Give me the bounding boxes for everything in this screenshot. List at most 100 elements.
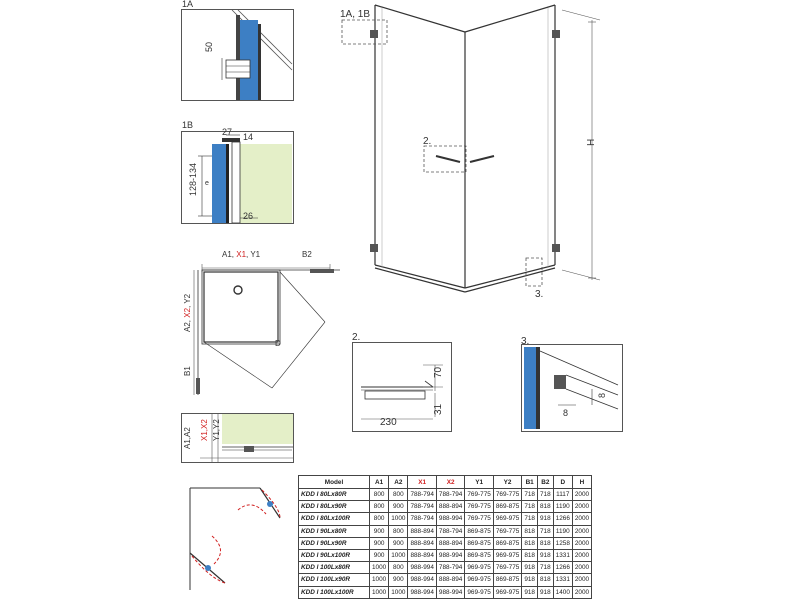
table-cell: 869-875 (492, 536, 523, 550)
table-cell: 800 (368, 512, 390, 526)
table-cell: 718 (536, 561, 554, 575)
table-cell: 788-794 (435, 524, 466, 538)
table-cell: 1400 (552, 585, 573, 599)
table-cell-model: KDD I 100Lx90R (298, 573, 370, 587)
side-detail-panel (181, 413, 294, 463)
plan-top-a1: A1, (222, 250, 237, 259)
table-cell-model: KDD I 90Lx80R (298, 524, 370, 538)
header-b1: B1 (521, 475, 538, 489)
detail-2-panel (352, 342, 452, 432)
table-cell: 888-894 (435, 536, 466, 550)
plan-top-dims: A1, X1, Y1 (222, 251, 260, 259)
table-cell: 918 (521, 573, 538, 587)
table-cell: 800 (388, 524, 409, 538)
table-cell: 1000 (388, 512, 409, 526)
table-cell: 988-994 (435, 512, 466, 526)
detail-1a-drawing (221, 9, 293, 100)
table-cell: 900 (368, 536, 390, 550)
table-cell: 1331 (552, 573, 573, 587)
table-cell: 969-975 (464, 573, 494, 587)
table-cell: 769-775 (492, 524, 523, 538)
header-a2: A2 (388, 475, 409, 489)
table-cell: 818 (536, 500, 554, 514)
table-cell: 988-994 (407, 573, 437, 587)
side-detail-y: Y1,Y2 (212, 419, 221, 441)
table-cell: 769-775 (492, 561, 523, 575)
detail-3-dim-width: 8 (563, 408, 569, 418)
table-cell: 769-775 (464, 512, 494, 526)
side-detail-a: A1,A2 (183, 427, 192, 449)
table-cell-model: KDD I 100Lx80R (298, 561, 370, 575)
table-cell: 1000 (388, 585, 409, 599)
table-cell: 1000 (388, 548, 409, 563)
table-cell: 1190 (552, 524, 573, 538)
table-cell: 718 (521, 512, 538, 526)
detail-3-drawing (524, 347, 619, 429)
detail-1b-dim-b: 14 (243, 132, 254, 142)
plan-diag: D (275, 339, 281, 348)
table-cell: 1331 (552, 548, 573, 563)
table-cell: 1266 (552, 561, 573, 575)
table-cell: 869-875 (464, 548, 494, 563)
header-y1: Y1 (464, 475, 494, 489)
table-cell: 1190 (552, 500, 573, 514)
table-cell: 1000 (368, 573, 390, 587)
plan-left-x2: X2 (183, 307, 192, 318)
plan-view (193, 264, 340, 395)
detail-1b-panel (181, 131, 294, 224)
table-cell: 788-794 (407, 487, 437, 502)
main-enclosure-view (341, 4, 601, 293)
table-cell: 888-894 (407, 536, 437, 550)
table-cell: 2000 (571, 585, 593, 599)
table-cell: 900 (388, 573, 409, 587)
main-height-label: H (586, 138, 597, 146)
spec-table-header-row: Model A1 A2 X1 X2 Y1 Y2 B1 B2 D H (298, 475, 593, 489)
detail-2-dim-230: 230 (380, 417, 397, 428)
table-cell: 2000 (571, 548, 593, 563)
table-cell: 1266 (552, 512, 573, 526)
table-cell: 788-794 (407, 500, 437, 514)
table-cell: 769-775 (492, 487, 523, 502)
table-cell: 918 (536, 512, 554, 526)
table-cell: 818 (521, 548, 538, 563)
detail-1b-dim-side: 128-134 (188, 162, 198, 196)
table-cell: 869-875 (492, 500, 523, 514)
table-cell-model: KDD I 80Lx80R (298, 487, 370, 502)
header-a1: A1 (368, 475, 390, 489)
table-cell: 2000 (571, 512, 593, 526)
table-cell: 788-794 (435, 561, 466, 575)
table-cell: 918 (536, 585, 554, 599)
table-cell: 2000 (571, 500, 593, 514)
detail-3-title: 3. (521, 336, 530, 347)
table-cell: 2000 (571, 487, 593, 502)
detail-2-drawing (361, 364, 443, 420)
plan-left-b1: B1 (183, 366, 192, 376)
table-cell-model: KDD I 100Lx100R (298, 585, 370, 599)
detail-2-title: 2. (352, 332, 361, 343)
table-cell-model: KDD I 90Lx90R (298, 536, 370, 550)
header-y2: Y2 (492, 475, 523, 489)
plan-left-dims: A2, X2, Y2 (183, 294, 192, 332)
detail-3-dim-height: 8 (597, 392, 607, 398)
plan-top-x1: X1 (236, 250, 247, 259)
table-cell: 718 (521, 487, 538, 502)
detail-1b-drawing (198, 134, 292, 224)
table-cell: 888-894 (407, 524, 437, 538)
table-cell: 2000 (571, 561, 593, 575)
detail-1a-dim: 50 (204, 41, 214, 52)
detail-1b-title: 1B (182, 120, 194, 130)
table-cell: 718 (521, 500, 538, 514)
detail-3-panel (521, 344, 623, 432)
table-cell: 988-994 (435, 548, 466, 563)
main-callout-handle: 2. (423, 136, 432, 147)
table-cell: 800 (368, 487, 390, 502)
detail-2-dim-70: 70 (433, 366, 444, 378)
table-cell: 818 (521, 524, 538, 538)
table-cell: 1000 (368, 585, 390, 599)
